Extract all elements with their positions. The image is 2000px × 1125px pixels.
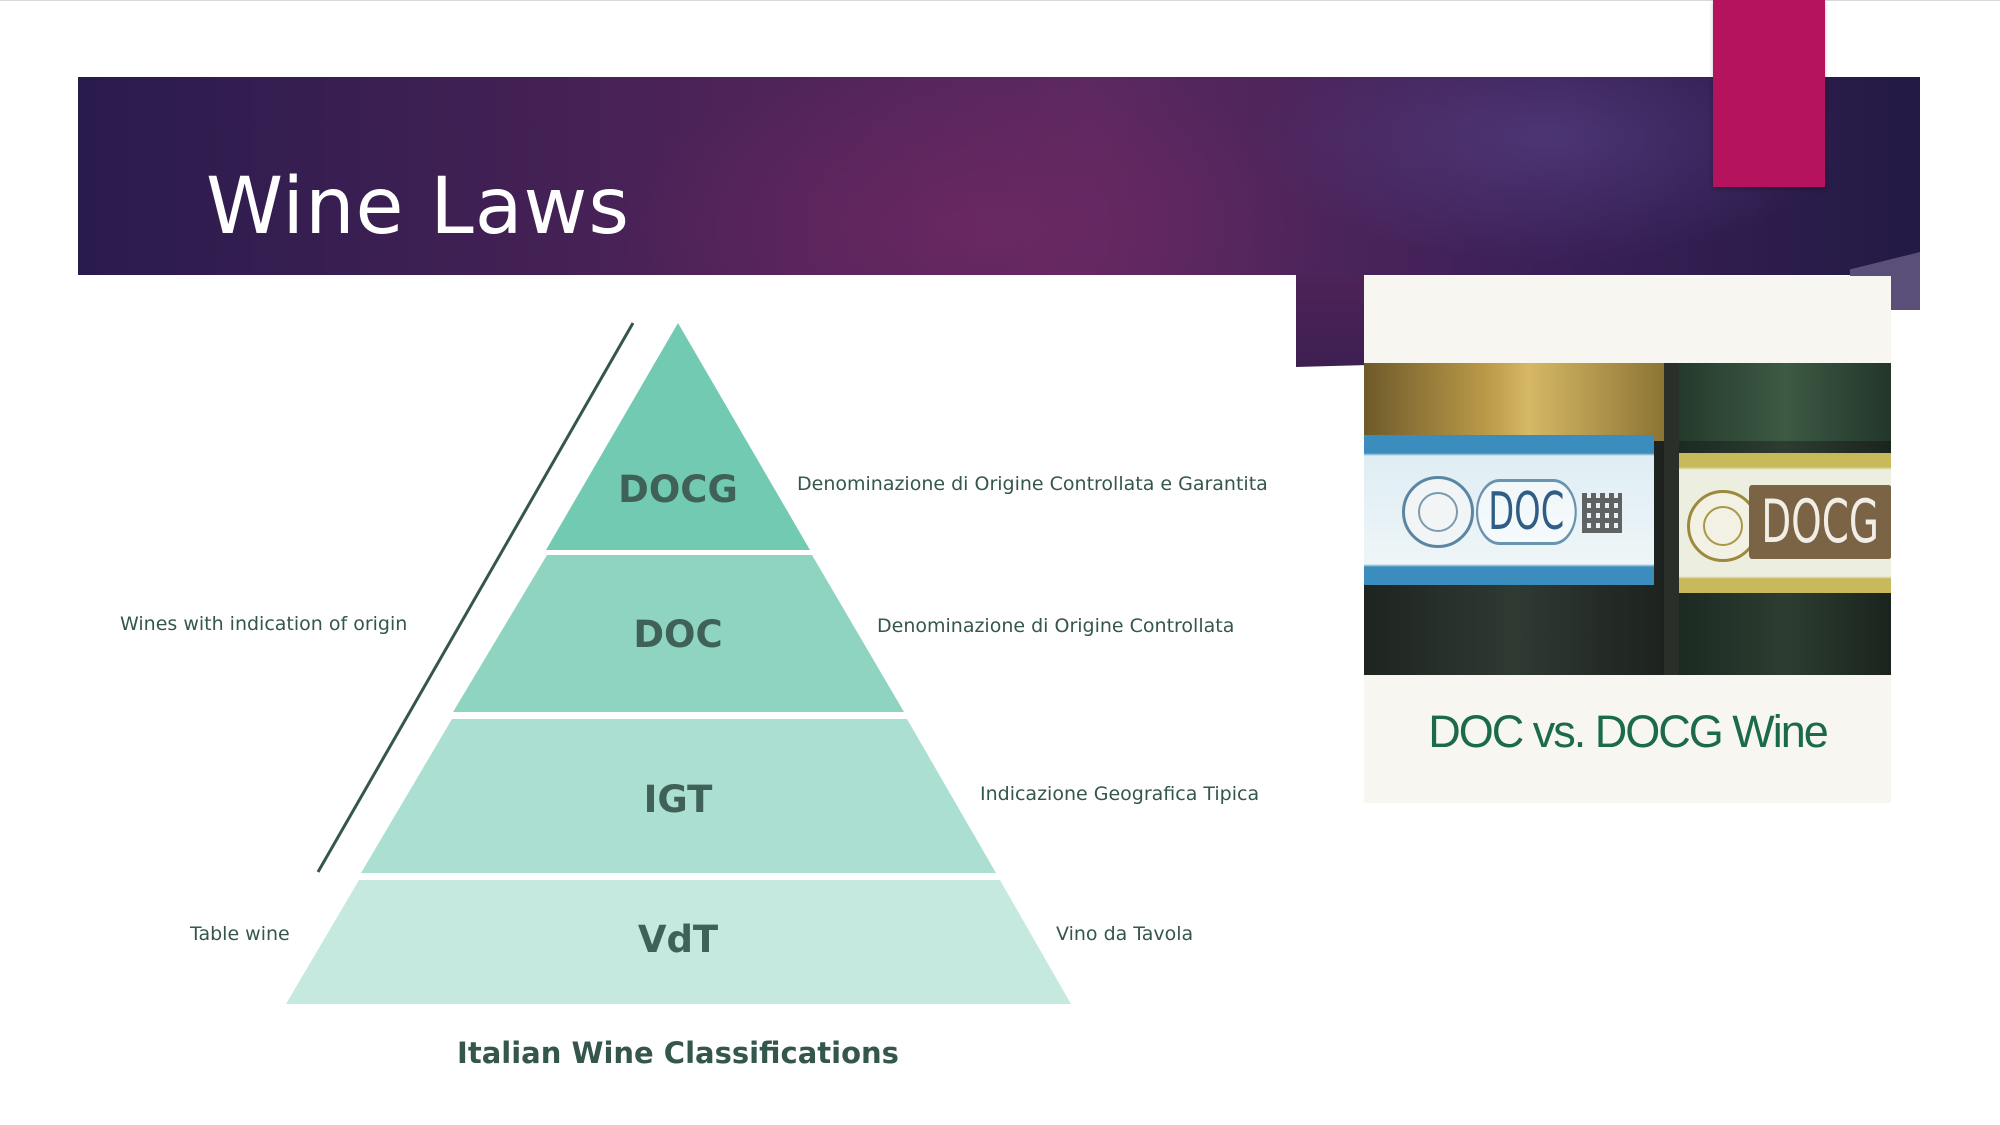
tier-fullname-doc: Denominazione di Origine Controllata — [877, 615, 1234, 637]
pyramid-tier-vdt — [286, 880, 1071, 1004]
origin-bracket-line — [316, 322, 635, 873]
wine-bottles-photo: DOC DOCG — [1364, 363, 1891, 675]
state-seal-icon — [1402, 476, 1474, 548]
slide-top-border — [0, 0, 2000, 1]
left-label-table-wine: Table wine — [189, 923, 290, 945]
docg-bottle: DOCG — [1679, 363, 1891, 675]
qr-code-icon — [1582, 493, 1622, 533]
tier-label-docg: DOCG — [618, 468, 738, 511]
docg-label-logo: DOCG — [1749, 485, 1891, 559]
title-banner — [78, 77, 1920, 275]
photo-caption: DOC vs. DOCG Wine — [1428, 706, 1829, 757]
doc-label-logo: DOC — [1476, 479, 1577, 545]
pyramid-tier-docg — [546, 323, 810, 550]
tier-fullname-igt: Indicazione Geografica Tipica — [980, 783, 1259, 805]
tier-label-igt: IGT — [644, 778, 713, 821]
accent-bar — [1713, 0, 1825, 187]
banner-tab-decoration — [1296, 275, 1364, 367]
doc-vs-docg-image-card: DOC DOCG DOC vs. DOCG Wine — [1364, 276, 1891, 803]
tier-label-vdt: VdT — [638, 918, 719, 961]
green-capsule — [1679, 363, 1891, 441]
doc-bottle: DOC — [1364, 363, 1664, 675]
tier-fullname-vdt: Vino da Tavola — [1056, 923, 1193, 945]
pyramid-tier-igt — [361, 719, 996, 873]
slide-title: Wine Laws — [206, 162, 630, 252]
pyramid-tier-doc — [453, 555, 904, 712]
state-seal-icon — [1687, 490, 1759, 562]
tier-fullname-docg: Denominazione di Origine Controllata e G… — [797, 473, 1268, 495]
tier-label-doc: DOC — [633, 613, 722, 656]
pyramid-caption: Italian Wine Classifications — [457, 1036, 899, 1070]
gold-capsule — [1364, 363, 1664, 441]
left-label-origin: Wines with indication of origin — [120, 613, 407, 635]
